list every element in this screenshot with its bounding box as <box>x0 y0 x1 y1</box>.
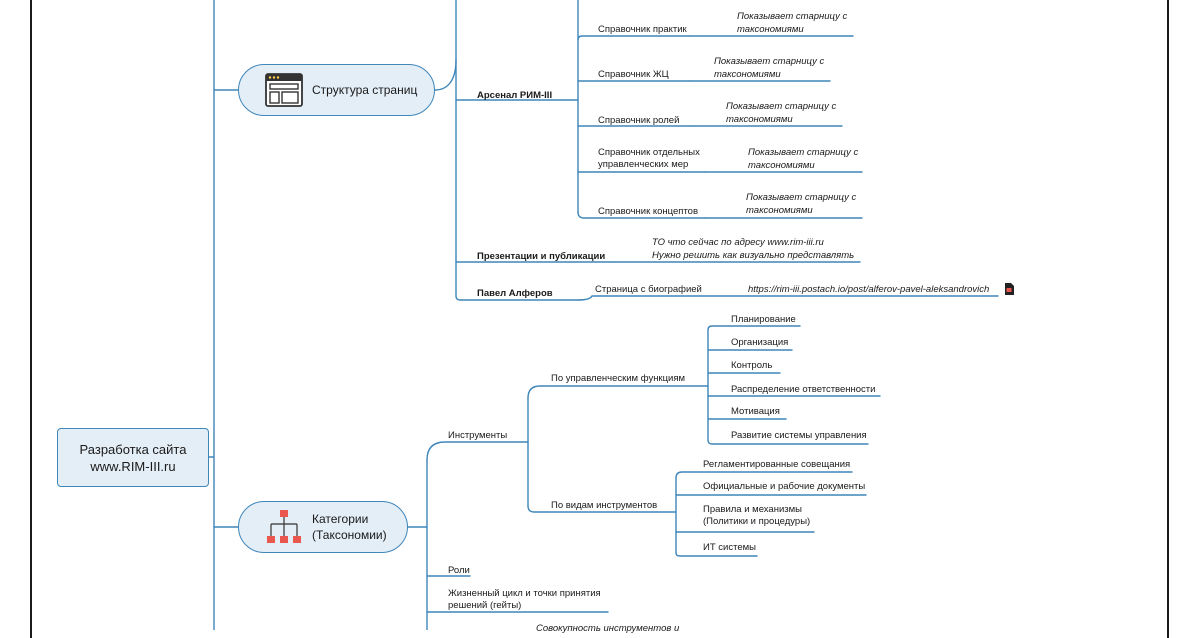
type-rules-line1: Правила и механизмы <box>703 504 802 515</box>
function-control[interactable]: Контроль <box>731 360 773 371</box>
lifecycle-gates-line2: решений (гейты) <box>448 600 522 611</box>
root-site: www.RIM-III.ru <box>90 458 176 474</box>
type-meetings[interactable]: Регламентированные совещания <box>703 459 851 470</box>
type-rules-line2: (Политики и процедуры) <box>703 516 811 527</box>
hierarchy-icon <box>267 510 301 543</box>
note-roles-line2: таксономиями <box>726 114 793 125</box>
note-practices-line2: таксономиями <box>737 24 804 35</box>
arsenal-item-lifecycle[interactable]: Справочник ЖЦ <box>598 69 669 80</box>
web-page-layout-icon <box>265 73 303 107</box>
alferov-label[interactable]: Павел Алферов <box>477 288 553 299</box>
function-organization[interactable]: Организация <box>731 337 789 348</box>
lifecycle-gates-label[interactable]: Жизненный цикл и точки принятия решений … <box>448 588 601 612</box>
arsenal-label[interactable]: Арсенал РИМ-III <box>477 90 553 101</box>
roles-label[interactable]: Роли <box>448 565 470 576</box>
lifecycle-gates-line1: Жизненный цикл и точки принятия <box>448 588 601 599</box>
note-concepts-line2: таксономиями <box>746 205 813 216</box>
function-responsibility[interactable]: Распределение ответственности <box>731 384 876 395</box>
by-types-label[interactable]: По видам инструментов <box>551 500 658 511</box>
note-practices: Показывает старницу с таксономиями <box>737 10 847 36</box>
function-development[interactable]: Развитие системы управления <box>731 430 867 441</box>
note-practices-line1: Показывает старницу с <box>737 11 848 22</box>
note-concepts: Показывает старницу с таксономиями <box>746 191 856 217</box>
arsenal-item-measures[interactable]: Справочник отдельных управленческих мер <box>598 147 700 171</box>
instruments-label[interactable]: Инструменты <box>448 430 508 441</box>
type-rules[interactable]: Правила и механизмы (Политики и процедур… <box>703 504 810 528</box>
note-lifecycle: Показывает старницу с таксономиями <box>714 55 824 81</box>
presentations-label[interactable]: Презентации и публикации <box>477 251 606 262</box>
page-frame <box>30 0 1169 638</box>
arsenal-item-practices[interactable]: Справочник практик <box>598 24 687 35</box>
biography-page-label[interactable]: Страница с биографией <box>595 284 702 295</box>
pdf-attachment-icon[interactable] <box>1004 283 1014 295</box>
type-it-systems[interactable]: ИТ системы <box>703 542 756 553</box>
note-roles: Показывает старницу с таксономиями <box>726 100 836 126</box>
note-measures: Показывает старницу с таксономиями <box>748 146 858 172</box>
categories-node[interactable]: Категории (Таксономии) <box>238 501 408 553</box>
type-documents[interactable]: Официальные и рабочие документы <box>703 481 866 492</box>
note-measures-line1: Показывает старницу с <box>748 147 859 158</box>
root-title: Разработка сайта <box>79 441 187 457</box>
categories-label: Категории <box>312 512 369 526</box>
note-presentations-line1: ТО что сейчас по адресу www.rim-iii.ru <box>652 237 824 248</box>
note-roles-line1: Показывает старницу с <box>726 101 837 112</box>
root-node[interactable]: Разработка сайта www.RIM-III.ru <box>57 428 209 487</box>
note-lifecycle-line2: таксономиями <box>714 69 781 80</box>
biography-url[interactable]: https://rim-iii.postach.io/post/alferov-… <box>748 284 990 295</box>
categories-sublabel: (Таксономии) <box>312 528 387 542</box>
structure-node[interactable]: Структура страниц <box>238 64 435 116</box>
function-planning[interactable]: Планирование <box>731 314 796 325</box>
note-concepts-line1: Показывает старницу с <box>746 192 857 203</box>
arsenal-item-concepts[interactable]: Справочник концептов <box>598 206 699 217</box>
note-presentations: ТО что сейчас по адресу www.rim-iii.ru Н… <box>652 236 854 262</box>
partial-note: Совокупность инструментов и <box>536 623 680 634</box>
arsenal-item-measures-line2: управленческих мер <box>598 159 689 170</box>
by-functions-label[interactable]: По управленческим функциям <box>551 373 686 384</box>
note-lifecycle-line1: Показывает старницу с <box>714 56 825 67</box>
note-measures-line2: таксономиями <box>748 160 815 171</box>
arsenal-item-roles[interactable]: Справочник ролей <box>598 115 680 126</box>
note-presentations-line2: Нужно решить как визуально представлять <box>652 250 855 261</box>
arsenal-item-measures-line1: Справочник отдельных <box>598 147 700 158</box>
structure-label: Структура страниц <box>312 83 418 97</box>
function-motivation[interactable]: Мотивация <box>731 406 780 417</box>
